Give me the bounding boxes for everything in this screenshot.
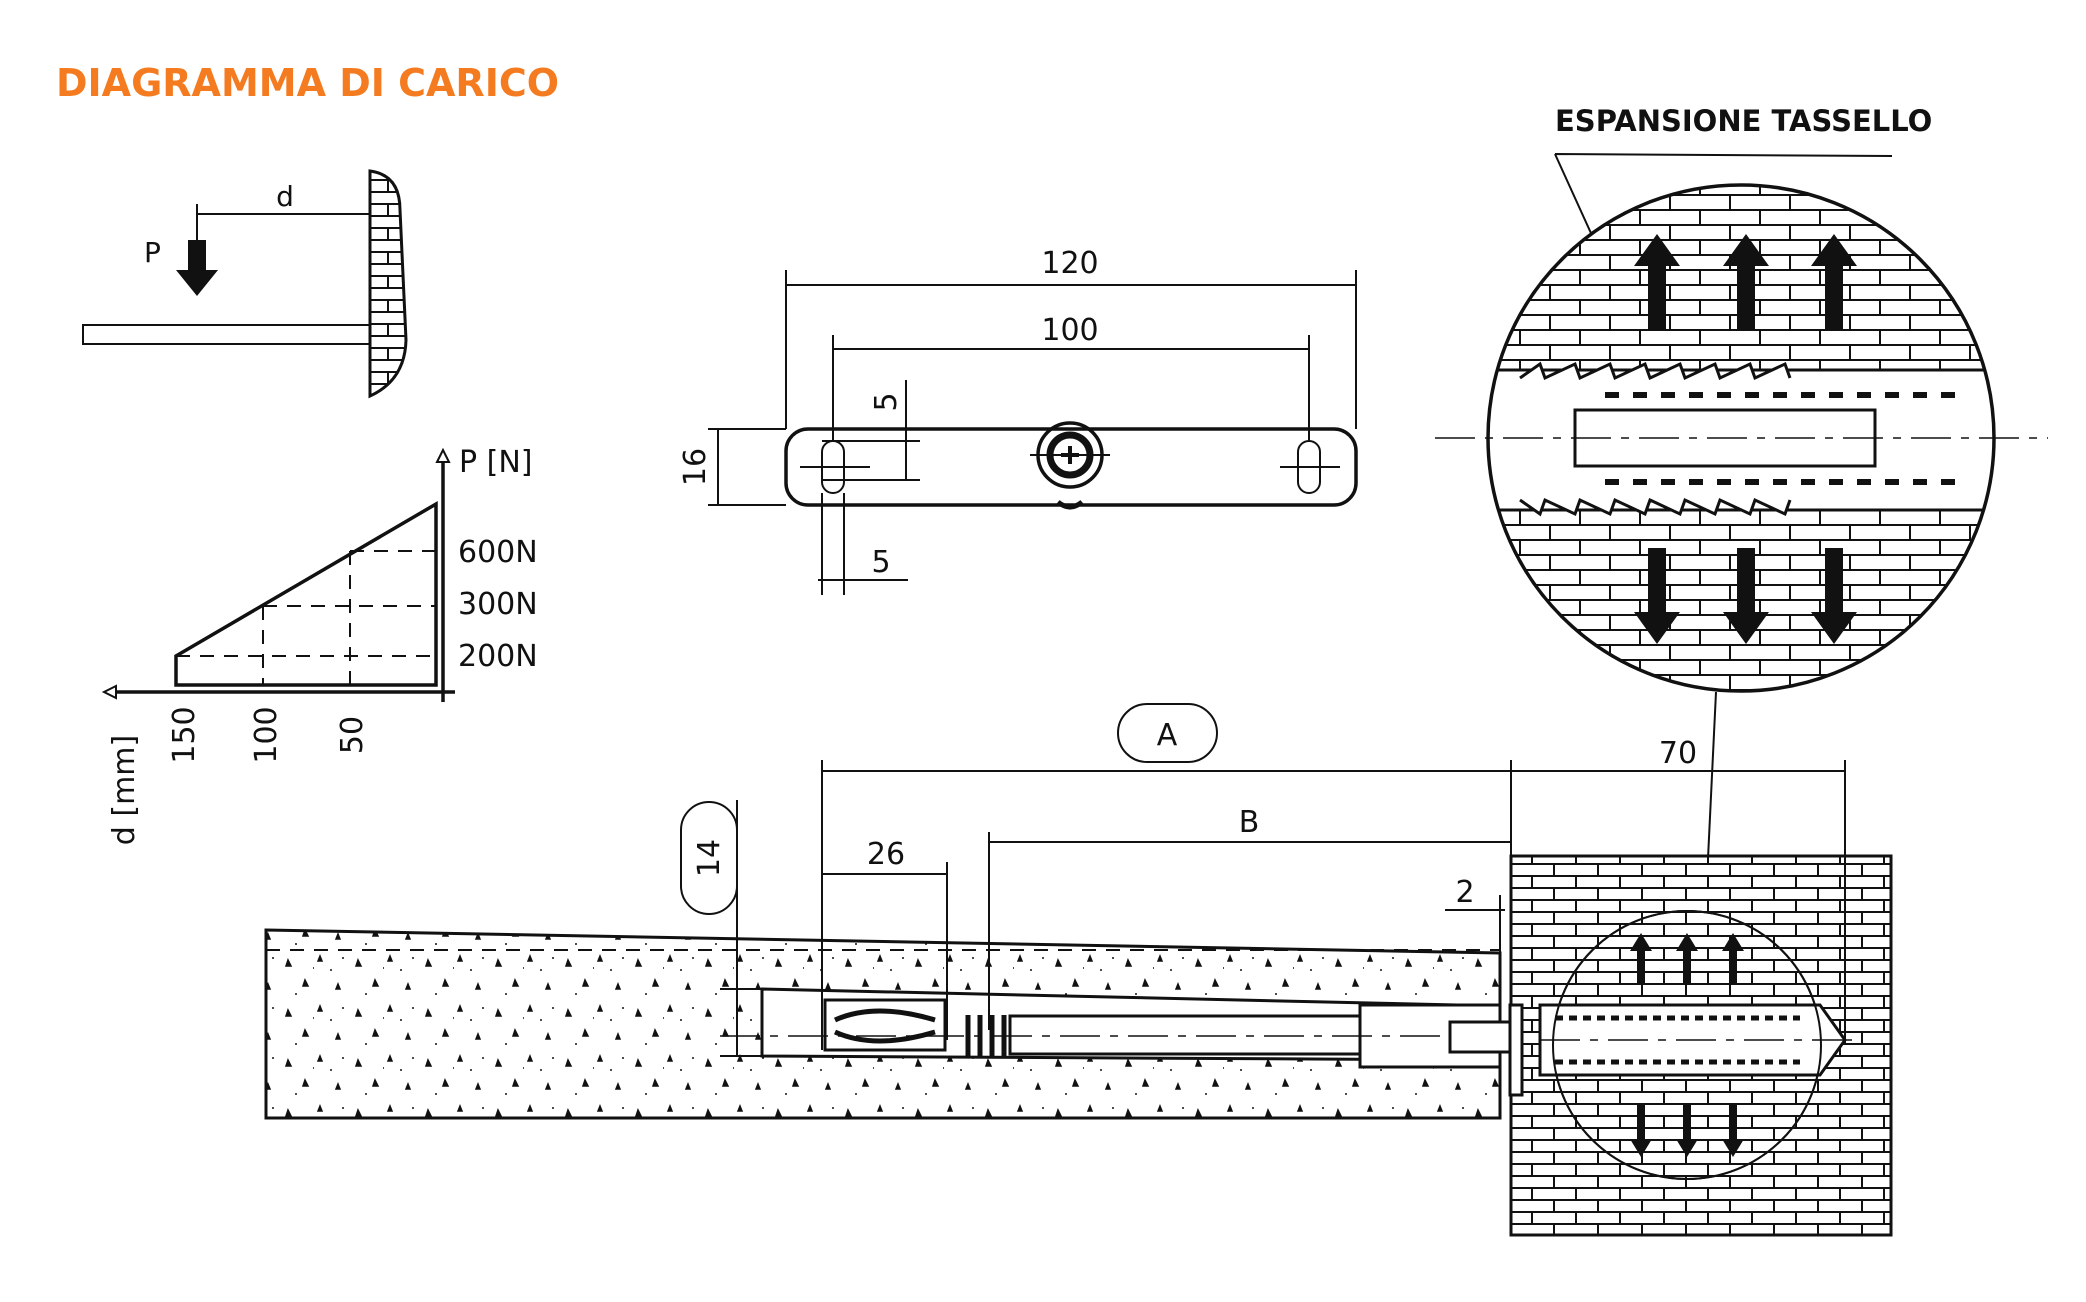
shelf-beam [82,324,374,345]
dimension-5-horizontal: 5 [871,545,890,580]
distance-label: d [276,180,294,213]
x-tick-label: 100 [249,706,284,763]
dimension-14-badge [680,801,738,915]
dimension-5-vertical: 5 [869,392,904,411]
expansion-arrows-icon [1630,933,1744,1157]
anchor-expansion-detail: ESPANSIONE TASSELLO [1435,104,2048,901]
plate-top-view: 120 100 16 5 5 [678,246,1358,595]
dimension-70: 70 [1659,736,1697,771]
page-title: DIAGRAMMA DI CARICO [56,61,559,105]
wall-section [368,169,408,399]
dimension-16: 16 [678,448,713,486]
dimension-A-badge [1117,703,1218,763]
y-tick-label: 300N [458,587,538,622]
load-scheme: d P [82,169,408,399]
x-tick-label: 150 [167,706,202,763]
x-tick-label: 50 [335,716,370,754]
force-label: P [144,236,161,269]
detail-label: ESPANSIONE TASSELLO [1555,104,1932,138]
dimension-100: 100 [1041,313,1098,348]
force-arrow-icon [176,240,218,296]
y-axis-label: P [N] [459,445,532,480]
x-axis-label: d [mm] [107,735,142,845]
dimension-B: B [1239,805,1260,840]
expansion-arrows-icon [1634,234,1857,644]
dimension-14: 14 [692,839,727,877]
dimension-120: 120 [1041,246,1098,281]
dimension-A: A [1157,718,1178,753]
section-view: A 70 B 26 14 2 [264,703,1893,1237]
y-tick-label: 600N [458,535,538,570]
dimension-2: 2 [1455,875,1474,910]
y-tick-label: 200N [458,639,538,674]
dimension-26: 26 [867,837,905,872]
load-area [174,500,438,687]
load-chart: P [N] 600N 300N 200N 150 100 50 d [mm] [101,445,538,845]
